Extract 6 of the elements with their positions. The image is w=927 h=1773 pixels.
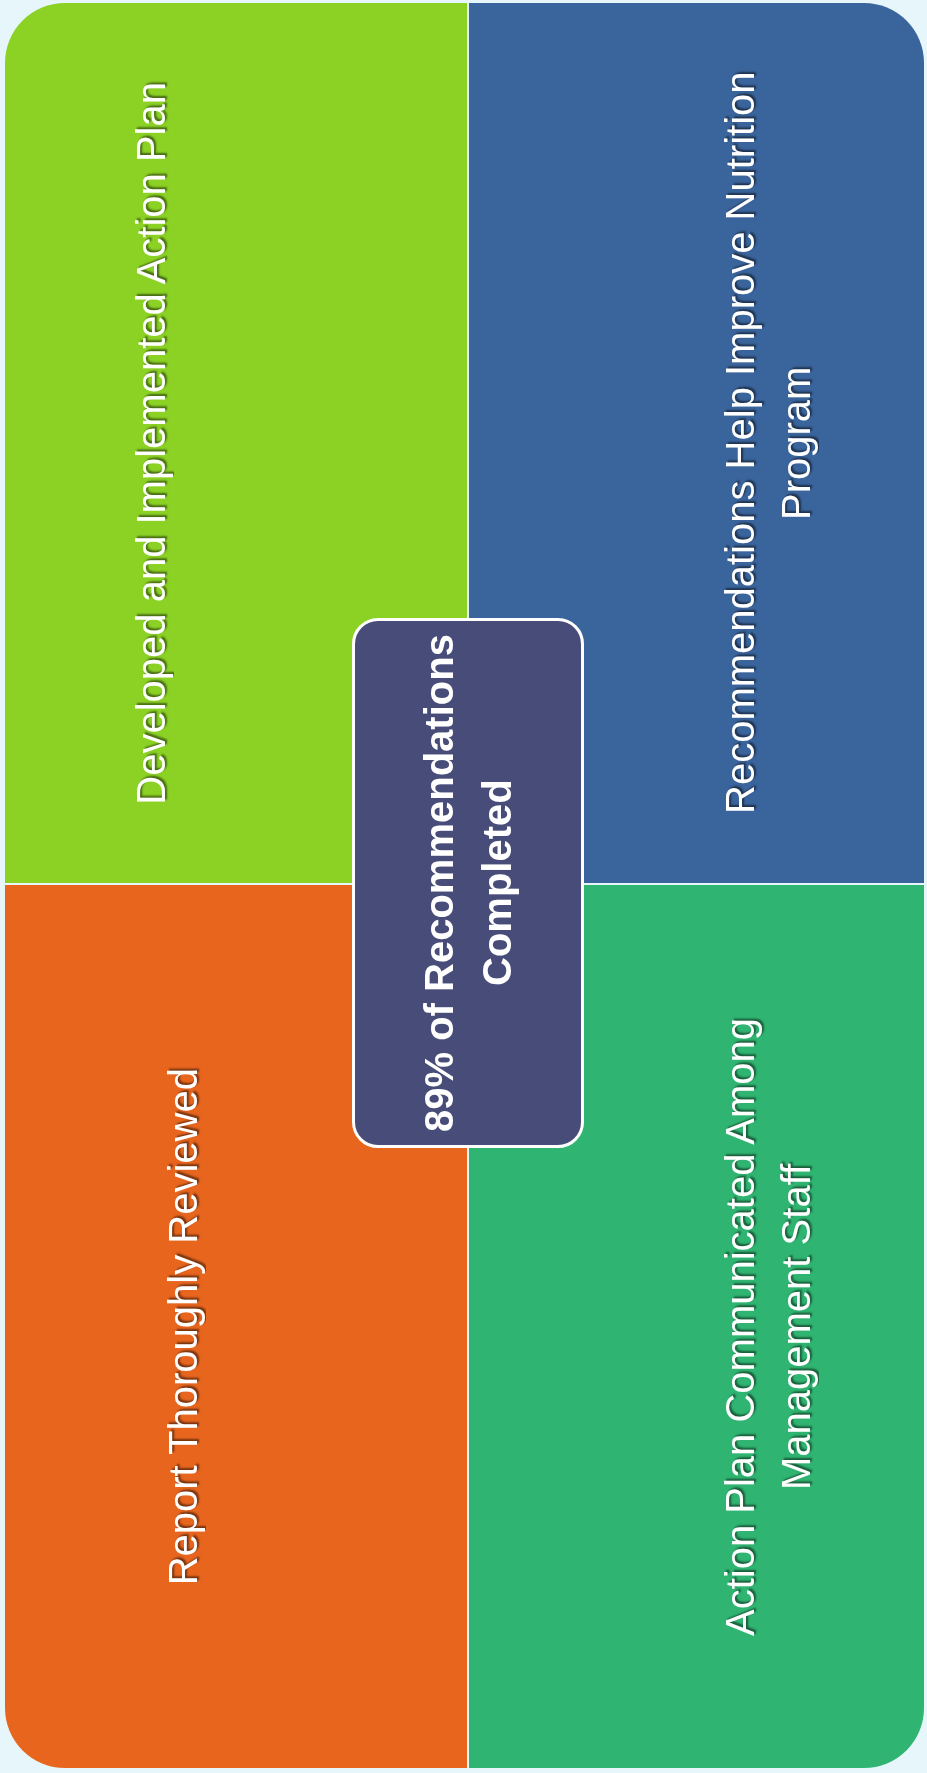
panel-text: Developed and Implemented Action Plan: [128, 81, 174, 805]
panel-text: Action Plan Communicated Among Management Staff: [717, 1016, 819, 1638]
center-box: [352, 618, 584, 1148]
panel-text: 89% of Recommendations Completed: [416, 633, 520, 1134]
panel-text: Recommendations Help Improve Nutrition Program: [717, 70, 819, 817]
panel-text: Report Thoroughly Reviewed: [160, 1067, 206, 1586]
